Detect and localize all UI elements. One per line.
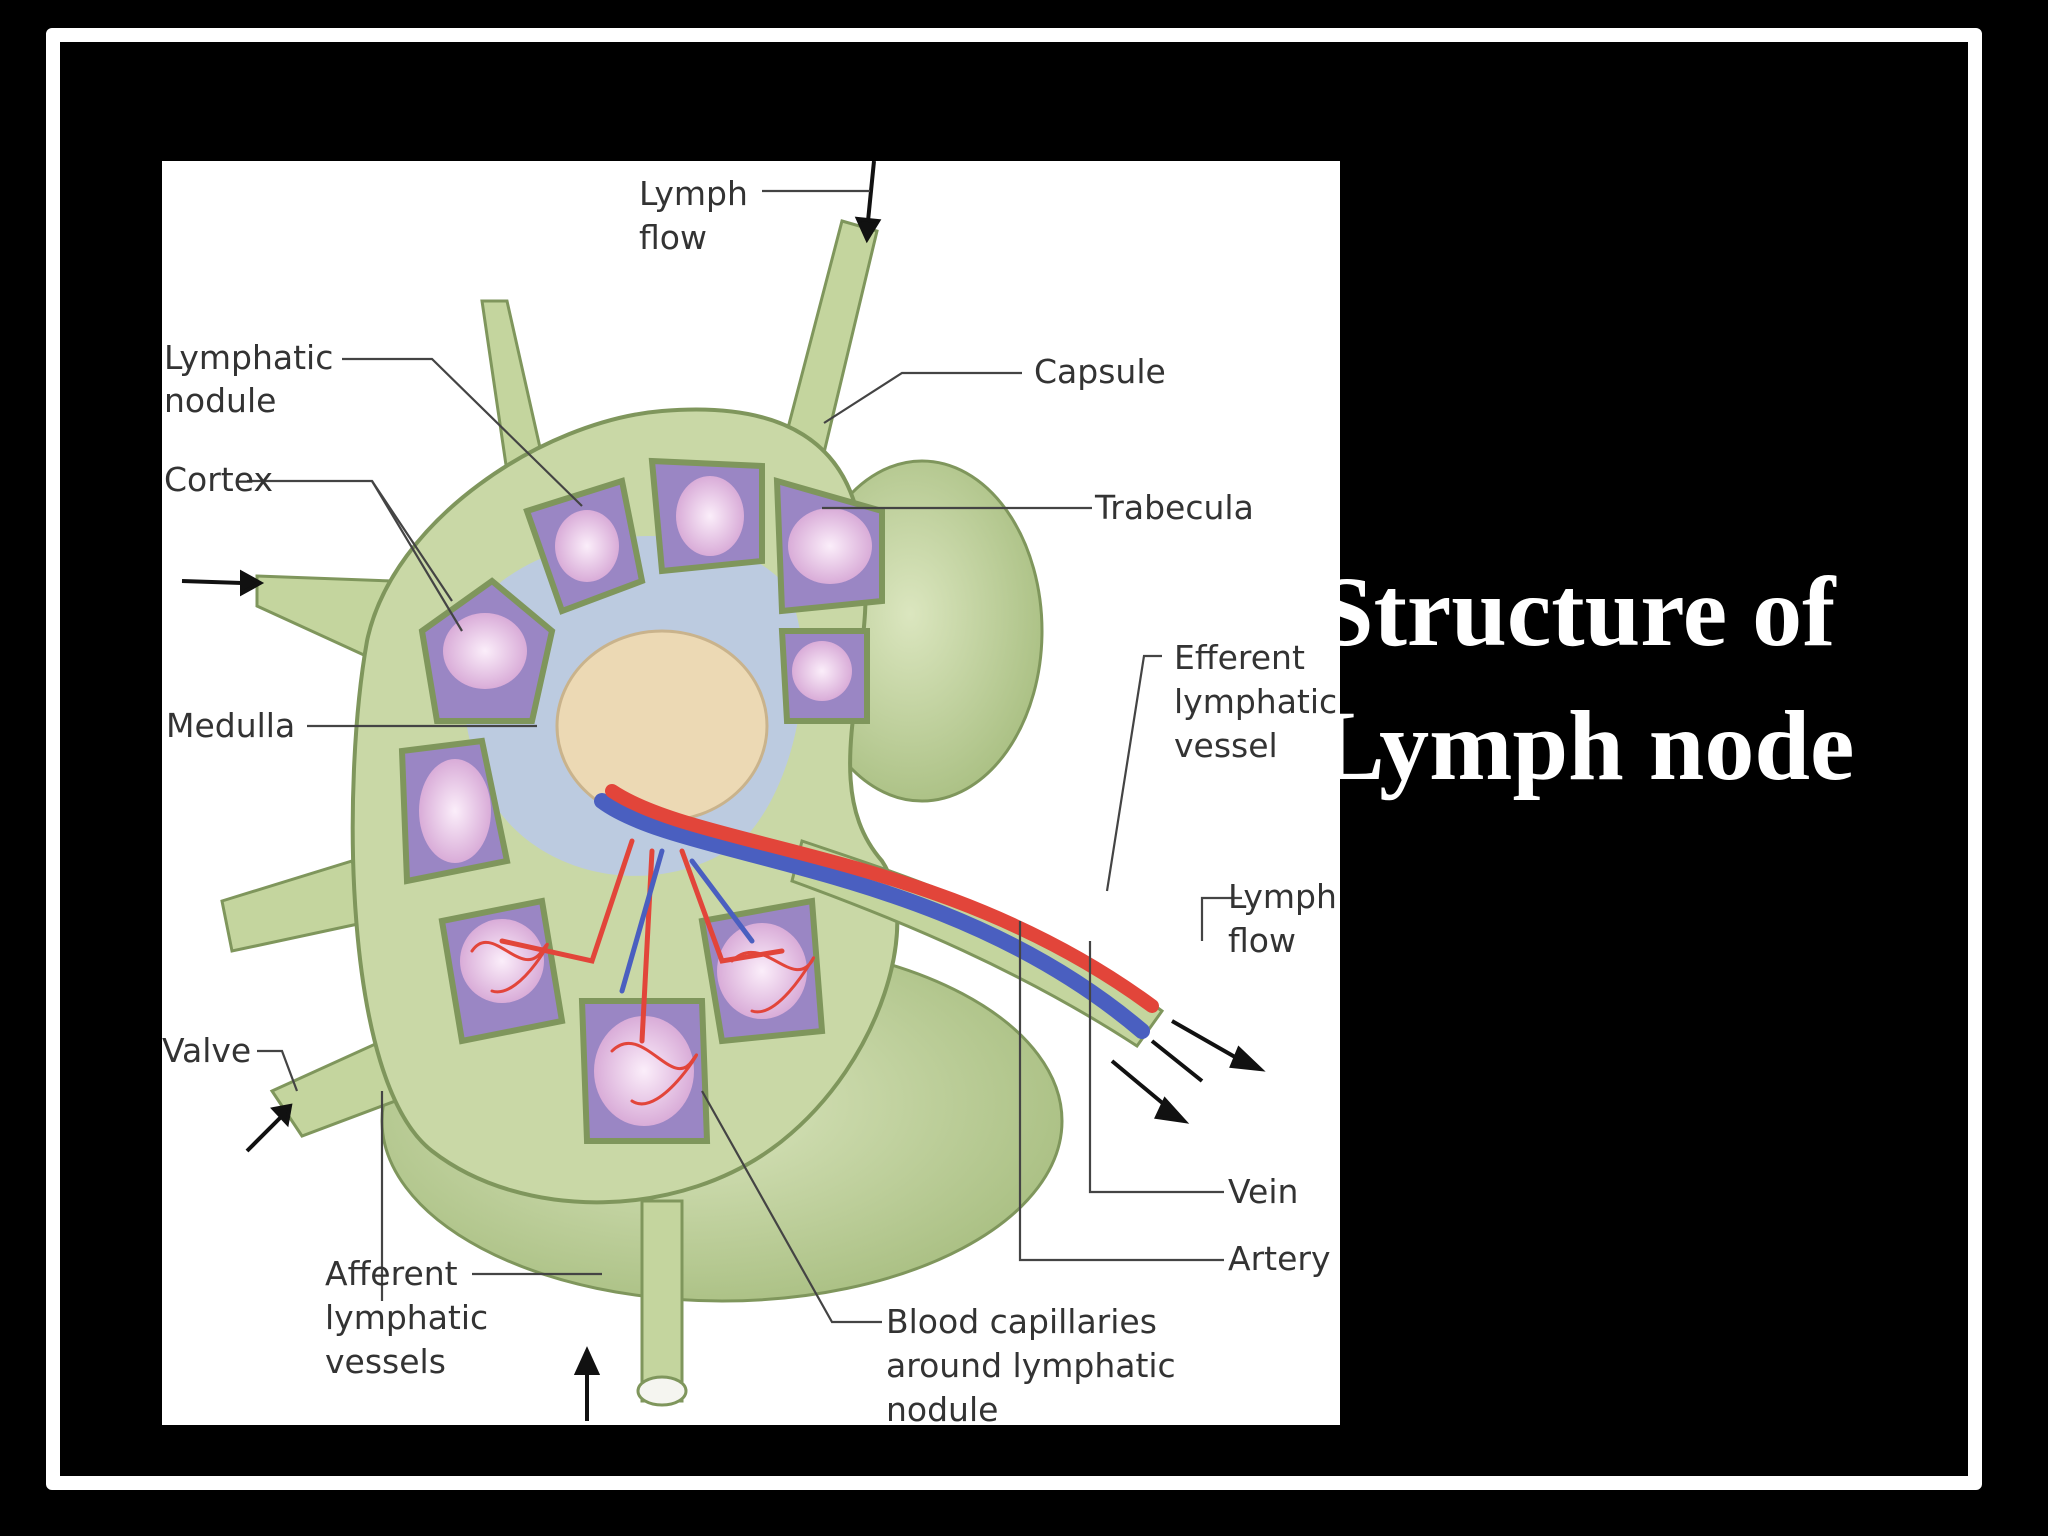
flow-arrows [181,161,1266,1421]
slide-title: Structure of Lymph node [1318,545,1998,813]
label-cortex: Cortex [164,460,273,499]
label-capsule: Capsule [1034,352,1166,391]
label-medulla: Medulla [166,706,295,745]
label-vein: Vein [1228,1172,1298,1211]
cortex-compartments [398,457,885,1144]
leader-lines [247,189,1242,1324]
label-artery: Artery [1228,1239,1330,1278]
title-line-2: Lymph node [1318,690,1855,801]
blood-vessels [470,784,1159,1106]
title-line-1: Structure of [1318,556,1836,667]
label-valve: Valve [162,1031,251,1070]
label-trabecula: Trabecula [1094,488,1254,527]
